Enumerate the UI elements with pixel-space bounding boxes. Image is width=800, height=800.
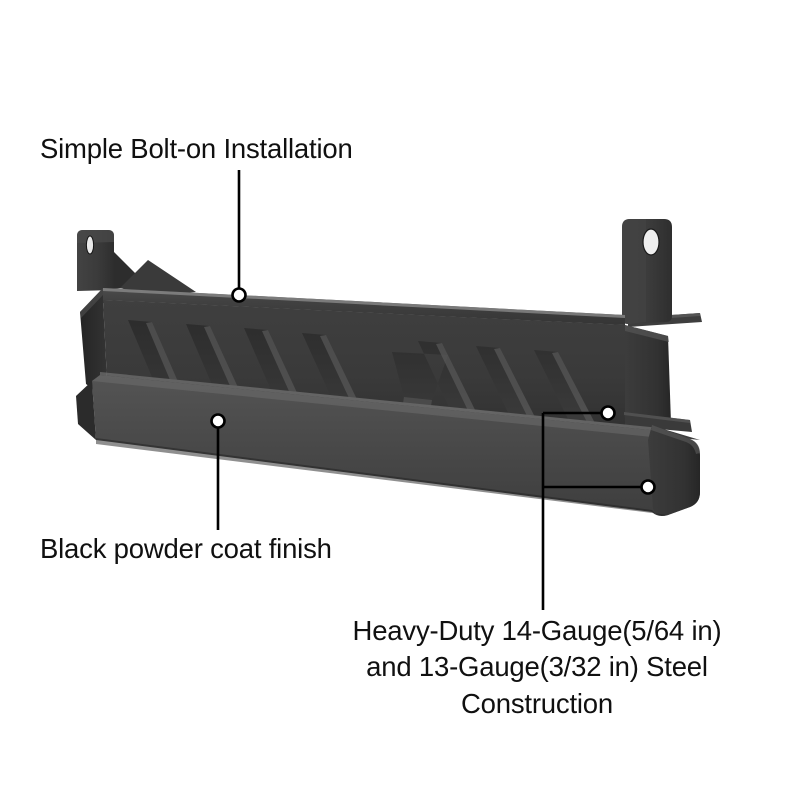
callout-label-steel-line-1: Heavy-Duty 14-Gauge(5/64 in) [352, 615, 722, 646]
slot-edge [204, 326, 246, 405]
callout-label-powder-coat: Black powder coat finish [40, 533, 332, 564]
lower-skid-plate [76, 372, 700, 516]
right-bracket-slot-rim [642, 228, 660, 256]
left-bracket-gusset-top [120, 260, 196, 296]
left-bracket-slot-rim [85, 235, 95, 255]
callout-label-bolt-on: Simple Bolt-on Installation [40, 133, 353, 164]
skid-plate-left-end [76, 381, 96, 440]
right-end-cap-upper [624, 325, 692, 437]
right-mount-bracket [622, 219, 702, 327]
callout-label-steel-line-3: Construction [461, 687, 613, 719]
callout-marker-steel-upper [600, 405, 616, 421]
skid-plate-end-cap-highlight [651, 425, 700, 454]
skid-plate-face-highlight [92, 375, 660, 437]
grille-front-plate [103, 300, 640, 437]
left-mount-bracket [77, 230, 196, 296]
skid-plate-face [92, 375, 700, 516]
slot-edge [436, 343, 481, 422]
left-bracket-slot-hole [86, 236, 94, 254]
slot-edge [552, 352, 599, 431]
slot-edge [494, 348, 540, 427]
left-bracket-tab-highlight [77, 230, 114, 243]
left-end-cap-face [80, 288, 108, 400]
right-end-cap-face [625, 325, 671, 437]
callout-marker-bolt-on [231, 287, 247, 303]
left-end-cap [80, 288, 108, 400]
slot-edge [320, 335, 364, 414]
skid-plate-bottom-shadow [96, 438, 668, 516]
grille-slot-edges [146, 322, 599, 431]
skid-plate-end-cap [648, 425, 700, 516]
left-end-cap-edge [80, 288, 103, 318]
right-bracket-tab-highlight [622, 219, 646, 324]
right-rear-flange-edge [624, 412, 690, 423]
callout-label-steel-line-2: and 13-Gauge(3/32 in) Steel [366, 651, 708, 683]
slot-edge [262, 330, 305, 410]
callout-marker-steel-lower [640, 479, 656, 495]
right-bracket-slot-hole [643, 229, 659, 255]
callout-marker-powder-coat [210, 413, 226, 429]
callout-leaders [210, 170, 656, 610]
skid-plate-top-highlight [100, 372, 660, 431]
callout-label-steel-construction: Heavy-Duty 14-Gauge(5/64 in) and 13-Gaug… [302, 613, 772, 722]
right-end-cap-edge [625, 325, 669, 342]
